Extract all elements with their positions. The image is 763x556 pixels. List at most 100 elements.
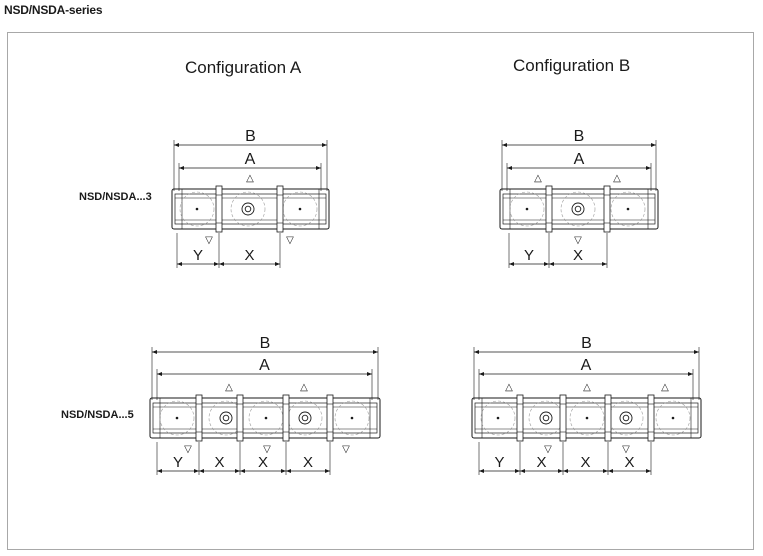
b5-pin-4 <box>671 416 675 420</box>
a5-dim-b-arrow-right <box>373 350 378 354</box>
b5-bolt-inner-3 <box>622 414 630 422</box>
a3-dim-0-arrow-right <box>214 262 219 266</box>
a3-dim-1-label: X <box>244 247 254 264</box>
a5-marker-up-0: △ <box>225 382 233 393</box>
b5-dim-a-arrow-left <box>479 372 484 376</box>
a5-dim-0-label: Y <box>173 454 183 471</box>
a5-bolt-outer-1 <box>219 411 233 425</box>
a5-dim-2-label: X <box>258 454 268 471</box>
a5-bolt-inner-3 <box>301 414 309 422</box>
b5-dim-3-arrow-left <box>608 469 613 473</box>
b3-cell-outline-2 <box>610 191 646 227</box>
a5-dim-0-arrow-left <box>157 469 162 473</box>
config-a-heading: Configuration A <box>185 58 302 77</box>
a5-dim-1-arrow-left <box>199 469 204 473</box>
config-b-heading: Configuration B <box>513 56 631 75</box>
b3-dim-1-arrow-left <box>549 262 554 266</box>
a5-bolt-outer-3 <box>298 411 312 425</box>
a5-marker-down-2: ▽ <box>342 444 350 455</box>
b3-body <box>499 188 659 230</box>
a5-dim-3-arrow-right <box>325 469 330 473</box>
a3-pin-0 <box>195 207 199 211</box>
b3-dim-0-arrow-left <box>509 262 514 266</box>
a3-cell-outline-2 <box>282 191 318 227</box>
b3-dim-1-arrow-right <box>602 262 607 266</box>
drawing-frame <box>7 32 754 550</box>
b5-dim-a-arrow-right <box>688 372 693 376</box>
b5-dim-3-label: X <box>624 454 634 471</box>
b5-dim-a-label: A <box>581 357 592 374</box>
b5-cell-outline-0 <box>480 400 516 436</box>
b5-clamp-0 <box>516 394 524 442</box>
a3-dim-1-arrow-right <box>275 262 280 266</box>
a5-marker-up-1: △ <box>300 382 308 393</box>
b5-marker-up-2: △ <box>661 382 669 393</box>
a5-pin-2 <box>264 416 268 420</box>
b3-dim-0-label: Y <box>524 247 534 264</box>
b3-pin-0 <box>525 207 529 211</box>
b5-dim-2-label: X <box>580 454 590 471</box>
a3-marker-down-1: ▽ <box>286 235 294 246</box>
b3-dim-b-label: B <box>574 128 585 145</box>
a5-marker-down-0: ▽ <box>184 444 192 455</box>
a3-bolt-inner-1 <box>244 205 252 213</box>
b3-body-inner <box>502 193 656 225</box>
a5-cell-outline-0 <box>159 400 195 436</box>
b5-cell-outline-1 <box>528 400 564 436</box>
a5-dim-3-arrow-left <box>286 469 291 473</box>
a5-dim-2-arrow-right <box>281 469 286 473</box>
a5-dim-a-arrow-left <box>157 372 162 376</box>
b5-dim-2-arrow-right <box>603 469 608 473</box>
a5-dim-1-label: X <box>214 454 224 471</box>
a3-cell-outline-1 <box>230 191 266 227</box>
b3-clamp-1 <box>603 185 611 233</box>
b3-cell-outline-1 <box>560 191 596 227</box>
a5-marker-down-1: ▽ <box>263 444 271 455</box>
b5-body <box>471 397 702 439</box>
b5-dim-3-arrow-right <box>646 469 651 473</box>
b3-dim-0-arrow-right <box>544 262 549 266</box>
a5-clamp-2 <box>282 394 290 442</box>
a5-dim-2-arrow-left <box>240 469 245 473</box>
b3-dim-a-label: A <box>574 151 585 168</box>
b5-bolt-outer-3 <box>619 411 633 425</box>
b3-clamp-0 <box>545 185 553 233</box>
b5-dim-1-label: X <box>536 454 546 471</box>
a3-dim-a-label: A <box>245 151 256 168</box>
b5-body-inner <box>474 402 699 434</box>
a3-clamp-0 <box>215 185 223 233</box>
b5-marker-up-0: △ <box>505 382 513 393</box>
a5-dim-a-arrow-right <box>367 372 372 376</box>
a5-dim-1-arrow-right <box>235 469 240 473</box>
a3-dim-b-arrow-right <box>322 143 327 147</box>
b5-pin-0 <box>496 416 500 420</box>
b5-marker-down-0: ▽ <box>544 444 552 455</box>
a3-dim-1-arrow-left <box>219 262 224 266</box>
a5-body-inner <box>152 402 378 434</box>
b3-dim-a-arrow-left <box>507 166 512 170</box>
a5-dim-b-arrow-left <box>152 350 157 354</box>
a3-body <box>171 188 330 230</box>
b3-bolt-outer-1 <box>571 202 585 216</box>
b3-dim-1-label: X <box>573 247 583 264</box>
a5-dim-b-label: B <box>260 335 271 352</box>
a5-clamp-1 <box>236 394 244 442</box>
b5-bolt-inner-1 <box>542 414 550 422</box>
b3-dim-a-arrow-right <box>646 166 651 170</box>
a5-clamp-3 <box>326 394 334 442</box>
a3-dim-b-arrow-left <box>174 143 179 147</box>
a3-dim-0-arrow-left <box>177 262 182 266</box>
a5-pin-0 <box>175 416 179 420</box>
b3-bolt-inner-1 <box>574 205 582 213</box>
a3-marker-down-0: ▽ <box>205 235 213 246</box>
a3-dim-a-arrow-left <box>179 166 184 170</box>
b5-dim-1-arrow-left <box>520 469 525 473</box>
b5-dim-0-label: Y <box>494 454 504 471</box>
b5-marker-down-1: ▽ <box>622 444 630 455</box>
a3-cell-outline-0 <box>179 191 215 227</box>
b5-dim-0-arrow-left <box>479 469 484 473</box>
b5-pin-2 <box>585 416 589 420</box>
a5-cell-outline-4 <box>334 400 370 436</box>
b5-marker-up-1: △ <box>583 382 591 393</box>
